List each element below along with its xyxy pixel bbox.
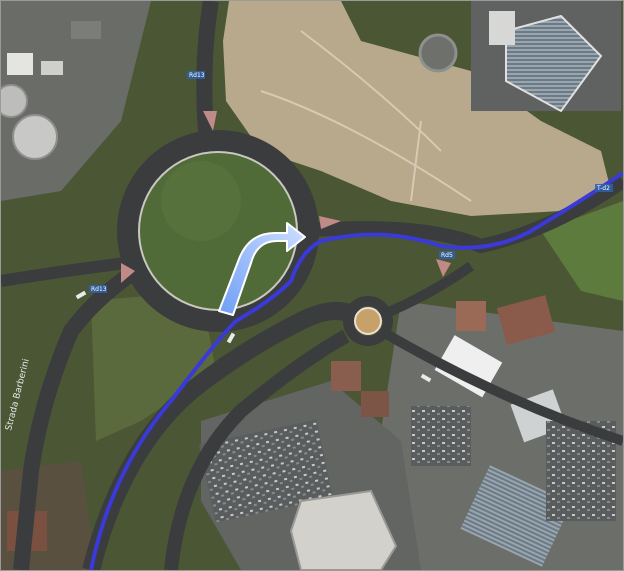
green-field: [541, 201, 623, 301]
small-roundabout: [418, 33, 458, 73]
storage-tank: [12, 114, 58, 160]
vehicle: [420, 373, 432, 383]
road: [82, 302, 368, 570]
vehicle: [75, 290, 87, 300]
solar-roof-building: [460, 465, 572, 567]
building: [41, 61, 63, 75]
small-roundabout-ring: [343, 296, 393, 346]
red-roof-building: [456, 301, 486, 331]
svg-text:Rd5: Rd5: [441, 252, 453, 259]
maneuver-arrow-icon: [218, 222, 306, 316]
road: [13, 254, 156, 570]
red-roof-building: [361, 391, 389, 417]
traffic-island: [203, 111, 217, 131]
building: [71, 21, 101, 39]
road: [164, 329, 350, 570]
building: [489, 11, 515, 45]
roundabout-ring: [117, 130, 319, 332]
building: [7, 53, 33, 75]
traffic-island: [319, 216, 341, 229]
field: [91, 291, 216, 441]
road-label: Rd13: [187, 71, 205, 79]
svg-text:Rd13: Rd13: [91, 286, 107, 293]
parking-lot: [411, 406, 471, 466]
road: [378, 326, 623, 446]
svg-text:T-d2: T-d2: [596, 185, 610, 192]
road-label: Rd5: [439, 251, 455, 259]
route-line: [89, 171, 623, 570]
parking-lot: [198, 419, 334, 523]
road-label: Rd13: [89, 285, 107, 293]
traffic-island: [121, 263, 135, 283]
road-label: T-d2: [595, 184, 613, 192]
bare-field: [223, 1, 611, 216]
road: [196, 1, 219, 132]
red-roof-building: [331, 361, 361, 391]
small-roundabout-island: [354, 307, 382, 335]
island-vegetation: [161, 161, 241, 241]
traffic-island: [436, 259, 451, 277]
svg-text:Rd13: Rd13: [189, 72, 205, 79]
field-tracks: [260, 30, 472, 202]
solar-roof-building: [505, 14, 603, 113]
office-building: [289, 489, 398, 570]
storage-tank: [1, 84, 28, 118]
red-roof-building: [496, 295, 556, 345]
vehicle: [226, 332, 236, 344]
